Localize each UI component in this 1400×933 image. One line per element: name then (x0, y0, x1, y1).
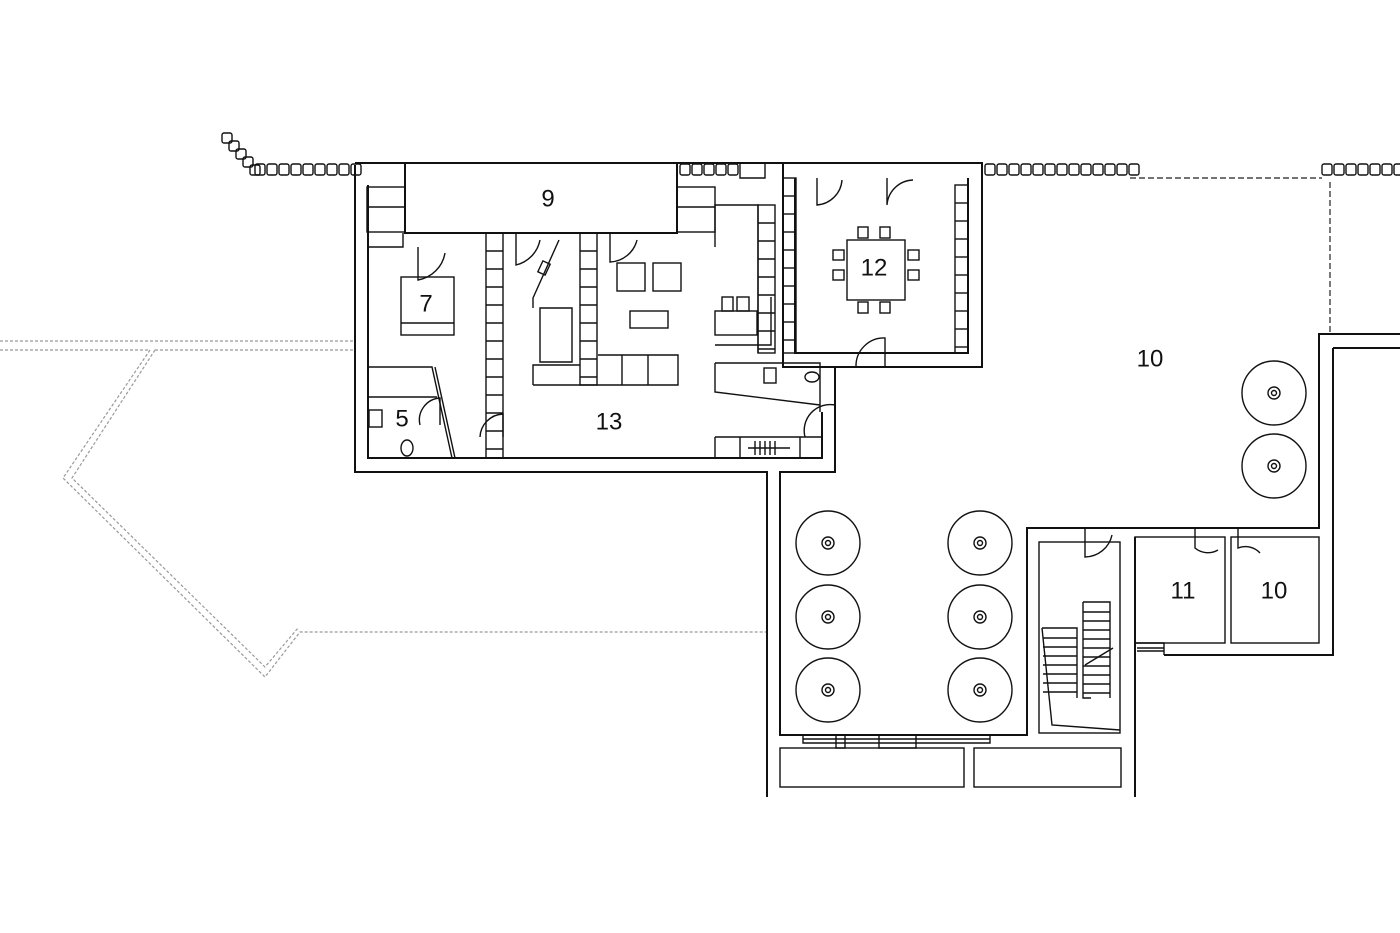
stone (1032, 163, 1044, 176)
tank-center-dot (824, 539, 832, 547)
room-label-10-hall: 10 (1137, 345, 1164, 372)
stone (1056, 163, 1068, 176)
stone (278, 163, 290, 176)
tank-circle (1241, 433, 1307, 499)
tanks (795, 360, 1307, 723)
stone (1357, 163, 1369, 176)
stone (266, 163, 278, 176)
tank-circle (795, 584, 861, 650)
tank-center (1267, 386, 1281, 400)
tank-center-dot (976, 686, 984, 694)
dining-table (832, 226, 920, 314)
room-label-13: 13 (596, 408, 623, 435)
tank-center (821, 683, 835, 697)
stone (1068, 163, 1080, 176)
stone (221, 132, 233, 144)
room-label-11: 11 (1171, 577, 1196, 604)
brick-column (757, 204, 776, 354)
stone (984, 163, 996, 176)
stone (1369, 163, 1381, 176)
stone (1393, 163, 1400, 176)
tank-center (973, 683, 987, 697)
kitchen (714, 296, 822, 458)
stone (302, 163, 314, 176)
stone (1345, 163, 1357, 176)
stone (703, 163, 715, 176)
tank-circle (947, 510, 1013, 576)
tank-center-dot (976, 539, 984, 547)
stone (1381, 163, 1393, 176)
tank-circle (795, 510, 861, 576)
stone (1128, 163, 1140, 176)
tank-center-dot (1270, 389, 1278, 397)
stone (1321, 163, 1333, 176)
stone (228, 140, 240, 152)
tank-circle (795, 657, 861, 723)
room-label-12: 12 (861, 254, 888, 281)
room-label-9: 9 (541, 185, 554, 212)
tank-center (821, 610, 835, 624)
wall-blocks (366, 163, 766, 353)
light-wells (779, 734, 1122, 788)
stone (326, 163, 338, 176)
staircase (1038, 541, 1121, 734)
brick-column (954, 184, 969, 354)
stone (235, 148, 247, 160)
stone-wall (221, 132, 1400, 176)
tank-center-dot (976, 613, 984, 621)
tank-center-dot (824, 686, 832, 694)
stone (691, 163, 703, 176)
room-label-5: 5 (395, 405, 408, 432)
stone (290, 163, 302, 176)
stone (715, 163, 727, 176)
brick-columns (485, 177, 969, 459)
brick-column (782, 177, 797, 354)
stone (679, 163, 691, 176)
boundary-dashed-line (1130, 177, 1331, 334)
doors (417, 178, 1261, 558)
stone (996, 163, 1008, 176)
stone (1333, 163, 1345, 176)
brick-column (579, 232, 598, 386)
stone (1044, 163, 1056, 176)
stone (1080, 163, 1092, 176)
stone (1020, 163, 1032, 176)
stone (242, 156, 254, 168)
tank-center (821, 536, 835, 550)
stone (338, 163, 350, 176)
storage-rooms (1134, 536, 1320, 655)
living-furniture (532, 239, 682, 386)
tank-circle (1241, 360, 1307, 426)
tank-circle (947, 657, 1013, 723)
stone (1116, 163, 1128, 176)
stone (314, 163, 326, 176)
stone (1104, 163, 1116, 176)
room-label-10-small: 10 (1261, 577, 1288, 604)
tank-center-dot (824, 613, 832, 621)
room-labels: 9 7 5 13 12 10 11 10 (395, 185, 1287, 604)
tank-center (973, 610, 987, 624)
stone (249, 164, 261, 176)
walls (354, 162, 1400, 797)
tank-center (1267, 459, 1281, 473)
tank-center (973, 536, 987, 550)
bathroom-5 (368, 366, 456, 459)
stone (1092, 163, 1104, 176)
brick-column (485, 232, 504, 459)
stone (1008, 163, 1020, 176)
site-outline (0, 340, 767, 678)
room-label-7: 7 (419, 290, 432, 317)
stone (727, 163, 739, 176)
tank-circle (947, 584, 1013, 650)
tank-center-dot (1270, 462, 1278, 470)
